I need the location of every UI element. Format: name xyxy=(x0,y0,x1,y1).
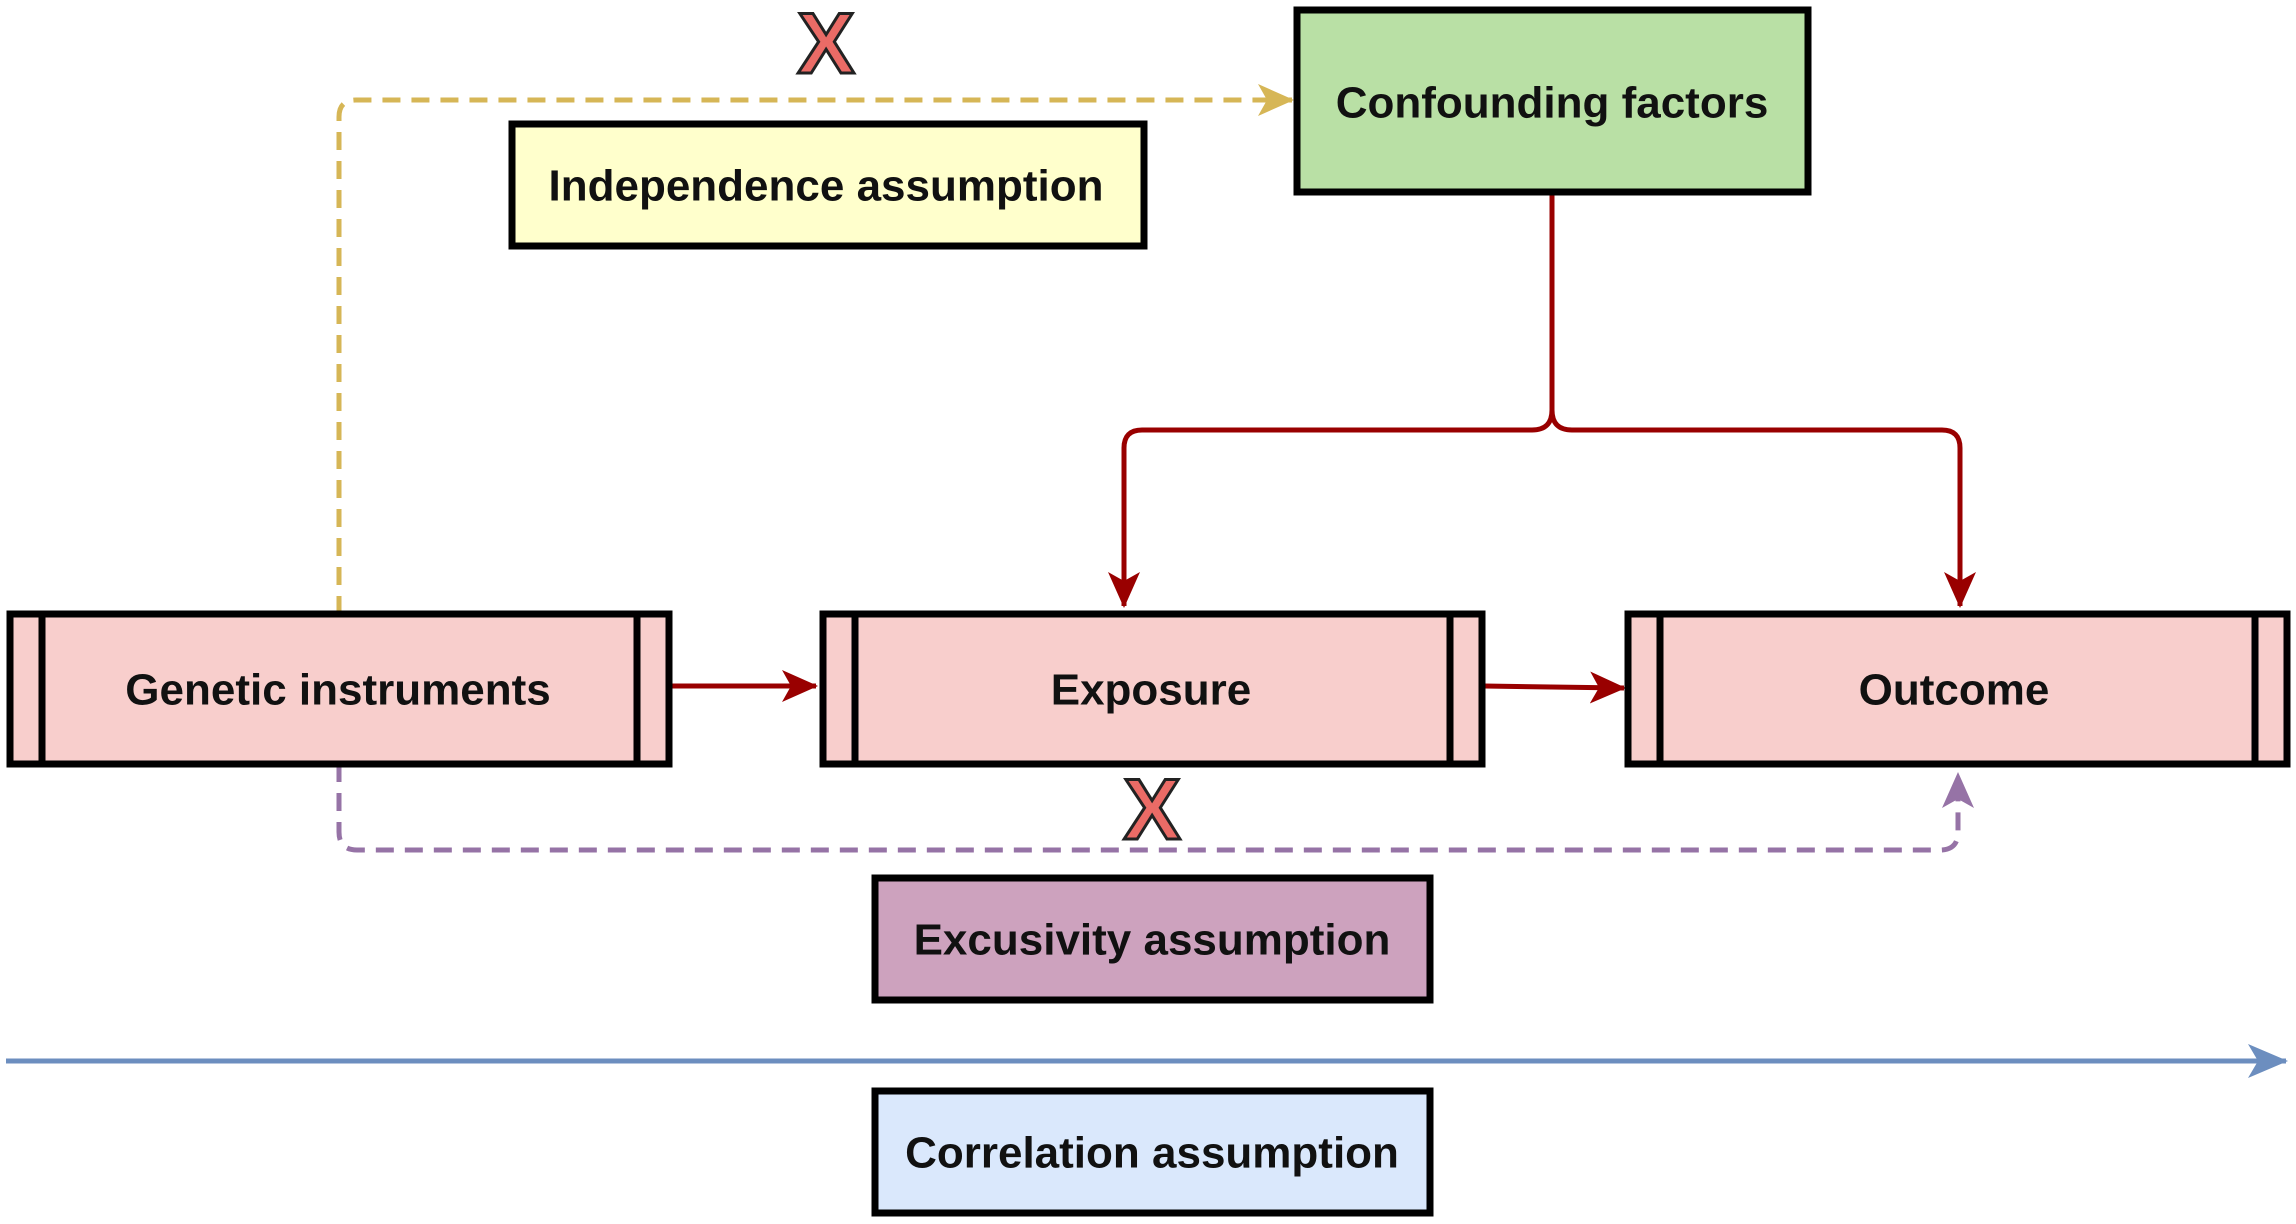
outcome-label: Outcome xyxy=(1859,666,2050,715)
blocked-exclusivity-cross-icon: X xyxy=(1123,762,1180,858)
exclusivity-path xyxy=(336,764,1974,853)
genetic-instruments-label: Genetic instruments xyxy=(125,666,550,715)
exposure-label: Exposure xyxy=(1051,666,1252,715)
confounder-trunk xyxy=(1108,192,1555,608)
independence-assumption-label: Independence assumption xyxy=(549,162,1104,211)
exclusivity-assumption-node: Excusivity assumption xyxy=(871,874,1434,1004)
correlation-assumption-node: Correlation assumption xyxy=(871,1087,1434,1217)
exposure-node: Exposure xyxy=(819,610,1486,768)
confounding-factors-node: Confounding factors xyxy=(1293,6,1812,196)
confounder-to-outcome-edge xyxy=(1549,409,1976,608)
independence-assumption-node: Independence assumption xyxy=(508,120,1148,250)
genetic-instruments-node: Genetic instruments xyxy=(6,610,673,768)
blocked-independence-cross-icon: X xyxy=(797,0,854,92)
correlation-assumption-label: Correlation assumption xyxy=(905,1129,1399,1178)
exclusivity-assumption-label: Excusivity assumption xyxy=(914,916,1391,965)
exposure-to-outcome-edge xyxy=(1483,671,1626,704)
confounding-factors-label: Confounding factors xyxy=(1336,79,1769,128)
independence-path xyxy=(336,84,1294,614)
outcome-node: Outcome xyxy=(1624,610,2291,768)
